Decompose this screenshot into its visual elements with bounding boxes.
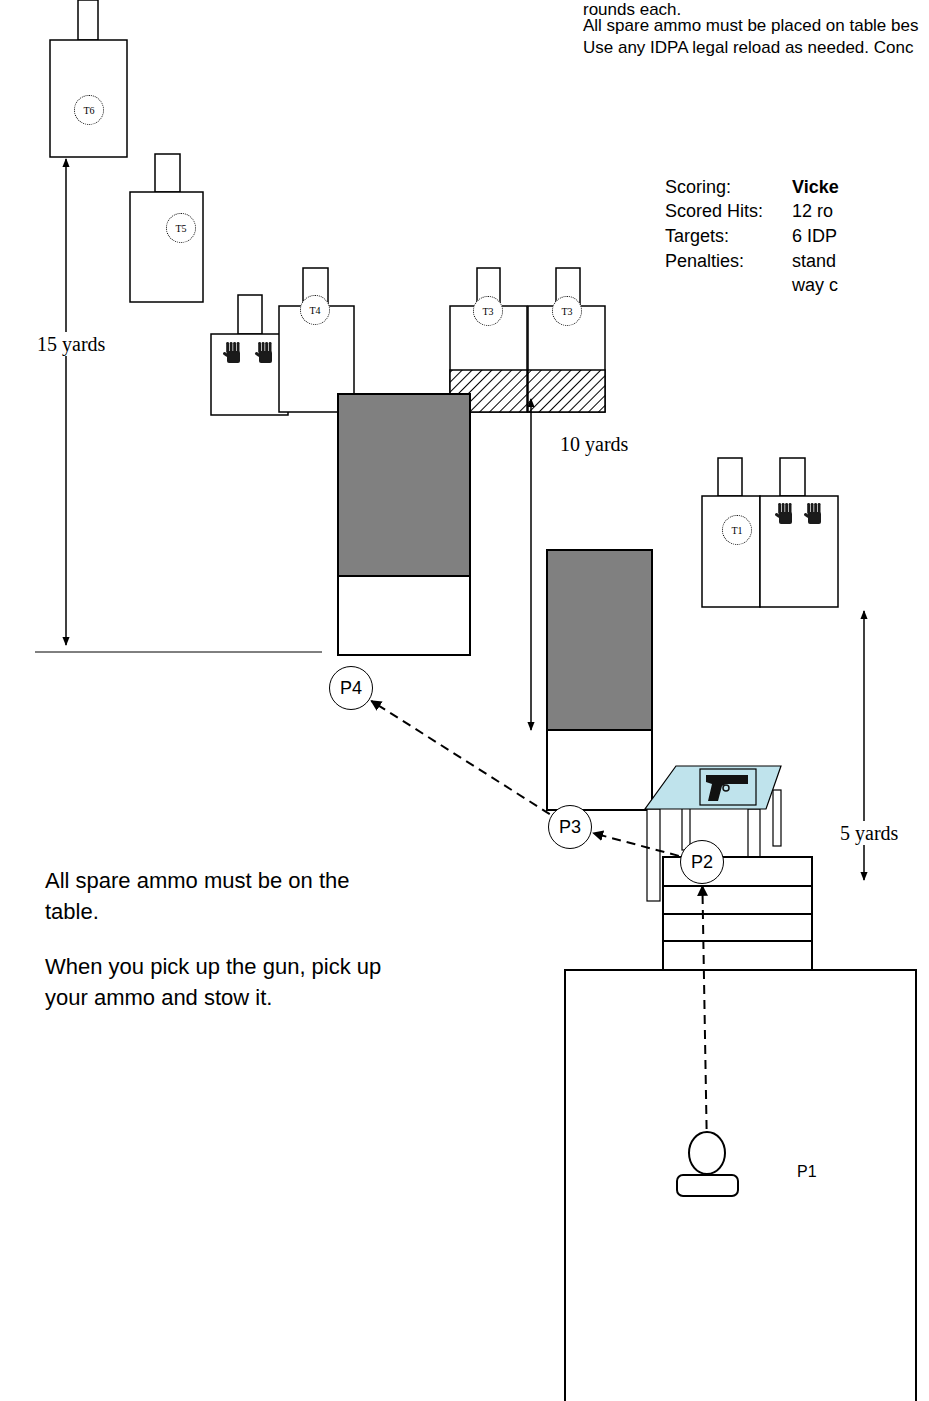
target-head xyxy=(238,295,262,334)
hand-thumb xyxy=(774,512,781,518)
target-zone: T1 xyxy=(722,515,752,545)
target-zone: T4 xyxy=(300,295,330,325)
target-label: T3 xyxy=(561,306,572,317)
target-body xyxy=(702,496,760,607)
target-body xyxy=(760,496,838,607)
target-body xyxy=(211,334,288,415)
field-name: Scored Hits: xyxy=(665,201,763,223)
trigger-guard xyxy=(723,785,729,791)
field-name: Penalties: xyxy=(665,251,744,273)
target-zone: T3 xyxy=(552,296,582,326)
target-head xyxy=(155,154,180,192)
target-label: T5 xyxy=(175,223,186,234)
barricade-wall xyxy=(547,550,652,730)
wall-course xyxy=(663,940,812,942)
position-label: P2 xyxy=(691,852,713,873)
hand-finger xyxy=(778,503,781,514)
hand-finger xyxy=(230,342,233,353)
movement-path xyxy=(593,833,679,856)
movement-path xyxy=(371,701,549,814)
hand-finger xyxy=(262,342,265,353)
hand-finger xyxy=(785,503,788,514)
shooting-position: P2 xyxy=(680,840,724,884)
wall-course xyxy=(663,913,812,915)
pistol-icon xyxy=(706,775,748,801)
target-zone: T5 xyxy=(166,213,196,243)
dimension-label: 5 yards xyxy=(838,821,900,845)
hand-finger xyxy=(782,503,785,514)
hand-finger xyxy=(811,503,814,514)
table-leg xyxy=(773,790,781,846)
target-head xyxy=(718,458,742,496)
field-value: stand xyxy=(792,251,836,273)
target-label: T4 xyxy=(309,305,320,316)
field-value: way c xyxy=(792,275,838,297)
position-label: P3 xyxy=(559,817,581,838)
movement-path xyxy=(702,886,706,1129)
hand-finger xyxy=(233,342,236,353)
hand-finger xyxy=(818,503,821,514)
dimension-baseline xyxy=(35,652,322,653)
hand-thumb xyxy=(222,351,229,357)
wall-course xyxy=(663,885,812,887)
target-label: T6 xyxy=(83,105,94,116)
field-name: Scoring: xyxy=(665,177,731,199)
gun-box xyxy=(700,769,756,805)
position-label: P1 xyxy=(797,1163,817,1181)
target-head xyxy=(78,0,98,40)
dimension-label: 15 yards xyxy=(35,332,107,356)
shooter-figure: P1 xyxy=(688,1131,726,1175)
head-shape xyxy=(689,1132,725,1174)
hand-finger xyxy=(226,342,229,353)
dimension-label: 10 yards xyxy=(558,432,630,456)
field-value: 6 IDP xyxy=(792,226,837,248)
brief-text: Use any IDPA legal reload as needed. Con… xyxy=(583,38,913,58)
field-name: Targets: xyxy=(665,226,729,248)
hand-finger xyxy=(265,342,268,353)
start-wall xyxy=(565,970,916,1401)
barricade-base xyxy=(547,730,652,810)
hand-symbol xyxy=(774,503,792,524)
table-top xyxy=(645,766,781,809)
hand-symbol xyxy=(254,342,272,363)
dimension-arrow xyxy=(530,399,532,730)
dimension-arrow xyxy=(65,159,67,645)
barricade-base xyxy=(338,576,470,655)
table-leg xyxy=(647,809,660,901)
target-label: T3 xyxy=(482,306,493,317)
target-head xyxy=(780,458,805,496)
hand-thumb xyxy=(254,351,261,357)
hand-finger xyxy=(237,342,240,353)
hand-finger xyxy=(807,503,810,514)
shooter-body xyxy=(677,1175,738,1196)
target-body xyxy=(50,40,127,157)
head-outline xyxy=(688,1131,726,1175)
hand-symbol xyxy=(803,503,821,524)
hand-thumb xyxy=(803,512,810,518)
stage-note: All spare ammo must be on the table. xyxy=(45,866,390,928)
hand-finger xyxy=(258,342,261,353)
target-zone: T6 xyxy=(74,95,104,125)
hand-finger xyxy=(814,503,817,514)
position-label: P4 xyxy=(340,678,362,699)
stage-note: When you pick up the gun, pick up your a… xyxy=(45,952,390,1014)
field-value: 12 ro xyxy=(792,201,833,223)
target-label: T1 xyxy=(731,525,742,536)
shooting-position: P3 xyxy=(548,805,592,849)
hard-cover xyxy=(528,370,605,412)
target-body xyxy=(130,192,203,302)
field-value: Vicke xyxy=(792,177,839,199)
shooting-position: P4 xyxy=(329,666,373,710)
brief-text: All spare ammo must be placed on table b… xyxy=(583,16,918,36)
target-zone: T3 xyxy=(473,296,503,326)
hand-finger xyxy=(789,503,792,514)
hand-finger xyxy=(269,342,272,353)
barricade-wall xyxy=(338,394,470,576)
hand-symbol xyxy=(222,342,240,363)
